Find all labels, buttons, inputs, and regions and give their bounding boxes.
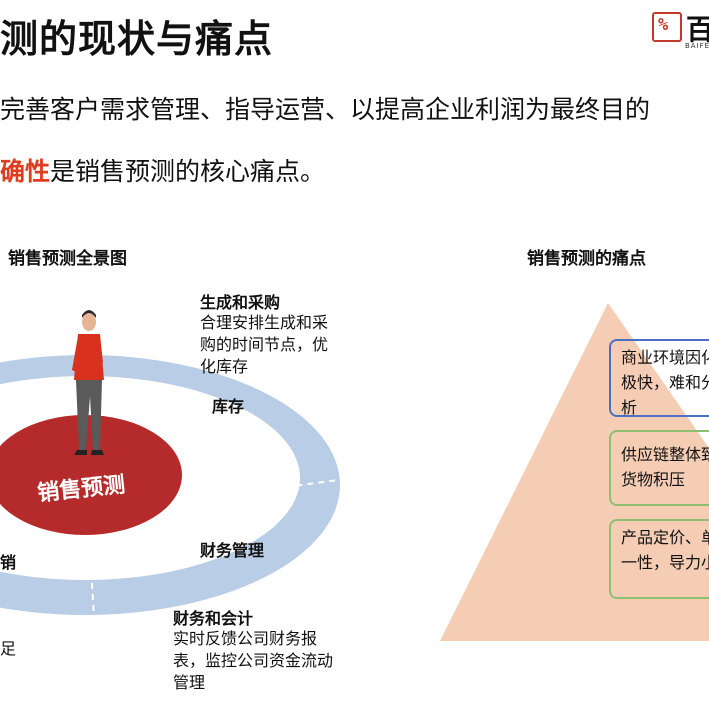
painpoint-box-3: 产品定价、单一性，导力小 [609, 519, 709, 599]
person-icon [72, 310, 104, 455]
painpoint-box-1: 商业环境因化极快，难和分析 [609, 339, 709, 417]
logo-text: 百 [686, 13, 709, 46]
pyramid-shape [440, 303, 709, 641]
accounting-title: 财务和会计 [173, 609, 254, 628]
intro-line-2-rest: 是销售预测的核心痛点。 [50, 157, 326, 186]
core-disk [0, 415, 182, 535]
accounting-desc: 实时反馈公司财务报表，监控公司资金流动管理 [173, 629, 334, 692]
painpoint-pyramid [440, 303, 709, 641]
percent-icon: % [652, 12, 682, 42]
painpoint-box-2: 供应链整体致货物积压 [609, 430, 709, 506]
production-title: 生成和采购 [200, 293, 281, 312]
intro-highlight: 确性 [0, 157, 51, 186]
production-desc: 合理安排生成和采购的时间节点，优化库存 [200, 313, 329, 376]
painpoints-title: 销售预测的痛点 [527, 249, 646, 269]
finance-label: 财务管理 [200, 541, 265, 560]
intro-line-2: 确性是销售预测的核心痛点。 [0, 152, 325, 188]
logo-subtext: BAIFE [685, 42, 709, 50]
brand-logo: % 百 BAIFE [652, 8, 709, 50]
ring-divider-bottom [91, 582, 95, 619]
panorama-diagram: 销售预测 [0, 310, 340, 619]
text-fragment-left: 足 [0, 639, 17, 658]
inventory-label: 库存 [212, 397, 245, 416]
ring-fragment-left: 销 [0, 553, 17, 572]
page-title: 测的现状与痛点 [0, 17, 274, 61]
intro-line-1: 完善客户需求管理、指导运营、以提高企业利润为最终目的 [0, 95, 651, 124]
panorama-title: 销售预测全景图 [8, 249, 127, 269]
ring-divider-right [241, 479, 339, 494]
